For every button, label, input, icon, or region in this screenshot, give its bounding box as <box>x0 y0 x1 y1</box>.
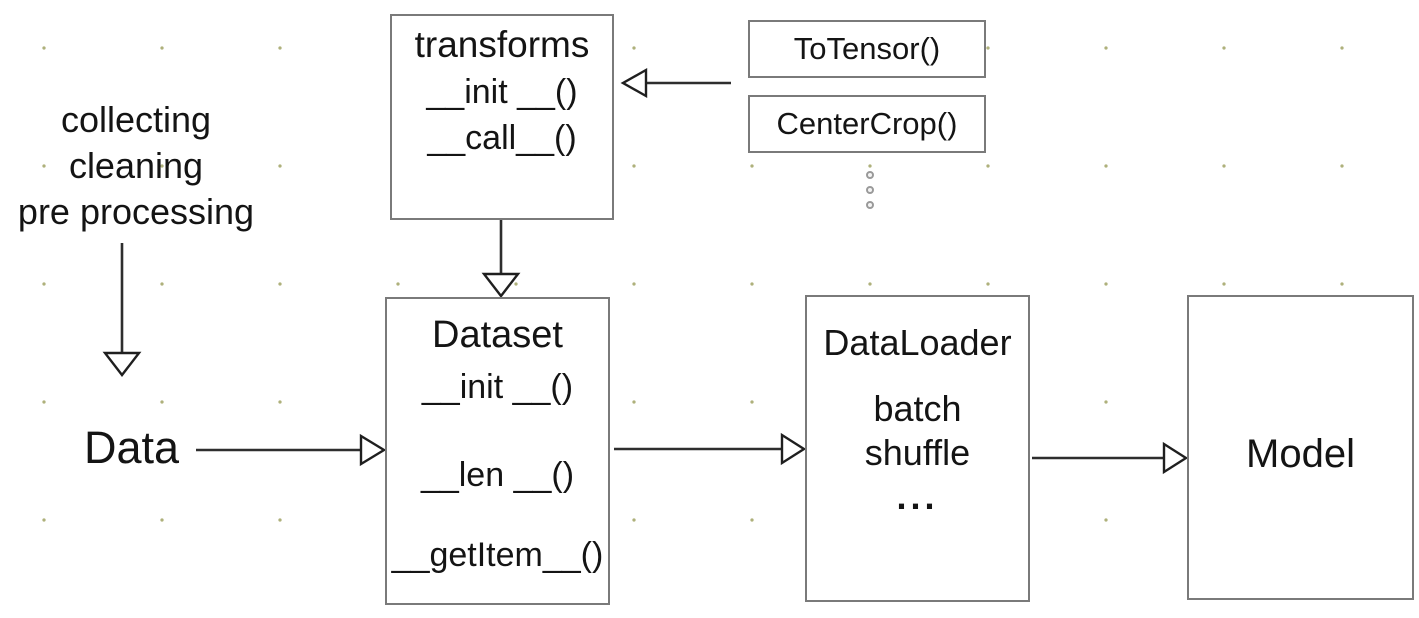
transforms-init-method: __init __() <box>426 73 578 111</box>
arrow-data-to-dataset-icon <box>196 433 387 467</box>
dataloader-box: DataLoader batch shuffle ... <box>805 295 1030 602</box>
arrow-dataset-to-dataloader-icon <box>614 432 807 466</box>
dataloader-feature-shuffle: shuffle <box>864 432 971 473</box>
arrow-transformlist-to-transforms-icon <box>620 67 731 99</box>
dataset-len-method: __len __() <box>420 456 575 494</box>
transforms-call-method: __call__() <box>427 119 577 157</box>
preprocess-step-line: collecting <box>60 99 212 140</box>
transforms-box: transforms __init __() __call__() <box>390 14 614 220</box>
dataset-box-title: Dataset <box>432 314 563 356</box>
dataset-init-method: __init __() <box>421 368 574 406</box>
preprocess-step-line: pre processing <box>17 191 255 232</box>
ellipsis-dot-icon <box>866 186 874 194</box>
dataloader-feature-batch: batch <box>873 388 962 429</box>
arrow-transforms-to-dataset-icon <box>481 220 521 298</box>
vertical-ellipsis-icon <box>866 171 876 216</box>
centercrop-box: CenterCrop() <box>748 95 986 153</box>
model-box: Model <box>1187 295 1414 600</box>
model-box-title: Model <box>1246 432 1355 476</box>
preprocess-steps-label: collecting cleaning pre processing <box>0 97 272 235</box>
arrow-dataloader-to-model-icon <box>1032 441 1189 475</box>
totensor-box: ToTensor() <box>748 20 986 78</box>
dataloader-box-title: DataLoader <box>823 322 1012 363</box>
dataset-getitem-method: __getItem__() <box>391 536 604 574</box>
ellipsis-dot-icon <box>866 201 874 209</box>
preprocess-step-line: cleaning <box>68 145 204 186</box>
arrow-preprocess-to-data-icon <box>102 243 142 377</box>
ellipsis-dot-icon <box>866 171 874 179</box>
transforms-box-title: transforms <box>414 24 590 65</box>
dataset-box: Dataset __init __() __len __() __getItem… <box>385 297 610 605</box>
dataloader-feature-ellipsis: ... <box>896 476 939 517</box>
data-label: Data <box>84 422 180 473</box>
